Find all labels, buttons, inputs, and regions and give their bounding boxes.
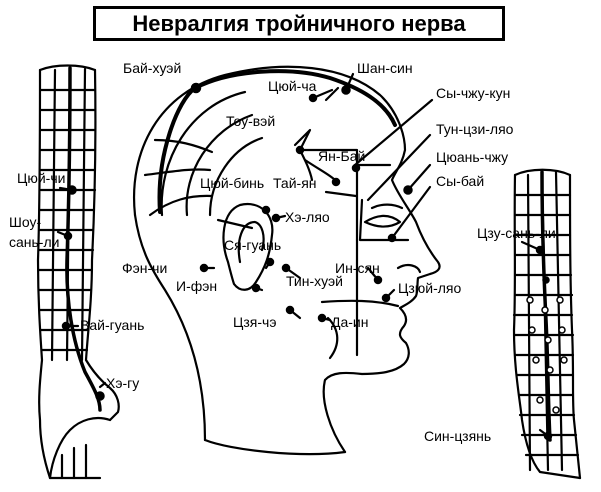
point-tai-yan [331, 177, 341, 187]
label-tin-huei: Тин-хуэй [286, 273, 343, 289]
left-arm-outline-right [84, 68, 120, 422]
point-he-lyao [271, 213, 281, 223]
label-fen-chi: Фэн-чи [122, 260, 167, 276]
right-leg-meridian [540, 170, 552, 442]
label-he-gu: Хэ-гу [106, 375, 139, 391]
ear [222, 202, 274, 291]
point-leg-open-9 [560, 356, 568, 364]
point-sin-tszyan [543, 431, 553, 441]
point-yan-bai [351, 163, 361, 173]
point-sya-guan [265, 257, 275, 267]
title-box: Невралгия тройничного нерва [93, 6, 505, 41]
point-i-fen [251, 283, 261, 293]
label-da-in: Да-ин [331, 314, 368, 330]
label-i-fen: И-фэн [176, 278, 217, 294]
label-yan-bai: Ян-Бай [318, 148, 365, 164]
label-tszya-che: Цзя-чэ [233, 314, 276, 330]
right-leg-outline-right [568, 173, 582, 480]
label-he-lyao: Хэ-ляо [285, 209, 330, 225]
point-tsyui-bin [261, 205, 271, 215]
eye [363, 214, 402, 228]
point-bai-huei [190, 82, 202, 94]
label-sy-chzhu-kun: Сы-чжу-кун [436, 85, 510, 101]
label-shou-b: сань-ли [9, 234, 59, 250]
label-tszu-san-li: Цзу-сань-ли [477, 225, 556, 241]
label-sya-guan: Ся-гуань [224, 237, 281, 253]
point-sy-bai [387, 233, 397, 243]
point-shou-san-li [63, 231, 73, 241]
label-tsyuan-chzhu: Цюань-чжу [436, 149, 508, 165]
label-tszyui-lyao: Цзюй-ляо [398, 280, 462, 296]
point-tsyui-cha [308, 93, 318, 103]
point-leg-open-5 [544, 336, 552, 344]
diagram-title: Невралгия тройничного нерва [132, 10, 466, 36]
shoulder-line [203, 438, 347, 456]
point-leg-open-2 [541, 306, 549, 314]
label-tai-yan: Тай-ян [273, 175, 317, 191]
label-tou-vei: Тоу-вэй [226, 113, 275, 129]
head-meridian [157, 69, 397, 214]
point-tou-vei [295, 145, 305, 155]
label-tsyui-cha: Цюй-ча [268, 78, 317, 94]
left-arm-meridian [65, 66, 102, 412]
label-sin-tszyan: Син-цзянь [424, 428, 491, 444]
right-leg-outline-left [512, 173, 582, 480]
point-tin-huei [281, 263, 291, 273]
head-outline [133, 65, 441, 454]
label-bai-huei: Бай-хуэй [123, 60, 181, 76]
point-tsyuan-chzhu [403, 185, 413, 195]
point-leg-open-7 [532, 356, 540, 364]
point-in-syan [373, 275, 383, 285]
point-tsyui-chi [67, 185, 77, 195]
point-leg-open-4 [528, 326, 536, 334]
point-vai-guan [61, 321, 71, 331]
point-leg-open-1 [526, 296, 534, 304]
label-sy-bai: Сы-бай [436, 173, 484, 189]
point-leg-open-8 [546, 366, 554, 374]
label-shan-sin: Шан-син [357, 60, 413, 76]
label-tsyui-chi: Цюй-чи [17, 170, 65, 186]
point-leg-open-6 [558, 326, 566, 334]
point-tszya-che [285, 305, 295, 315]
left-arm-outline-left [36, 68, 102, 480]
point-leg-open-11 [552, 406, 560, 414]
point-leg-open-10 [536, 396, 544, 404]
point-tszu-san-li [535, 245, 545, 255]
label-vai-guan: Вай-гуань [80, 317, 144, 333]
point-fen-chi [199, 263, 209, 273]
point-leg-open-3 [556, 296, 564, 304]
label-tsyui-bin: Цюй-бинь [200, 175, 264, 191]
back-neck [133, 213, 207, 442]
label-in-syan: Ин-сян [335, 260, 380, 276]
label-tun-tszi-lyao: Тун-цзи-ляо [436, 121, 514, 137]
point-tszyui-lyao [381, 293, 391, 303]
point-leg-1 [542, 276, 550, 284]
point-da-in [317, 313, 327, 323]
label-shou-a: Шоу- [9, 214, 41, 230]
point-shan-sin [341, 85, 351, 95]
point-he-gu [95, 391, 105, 401]
